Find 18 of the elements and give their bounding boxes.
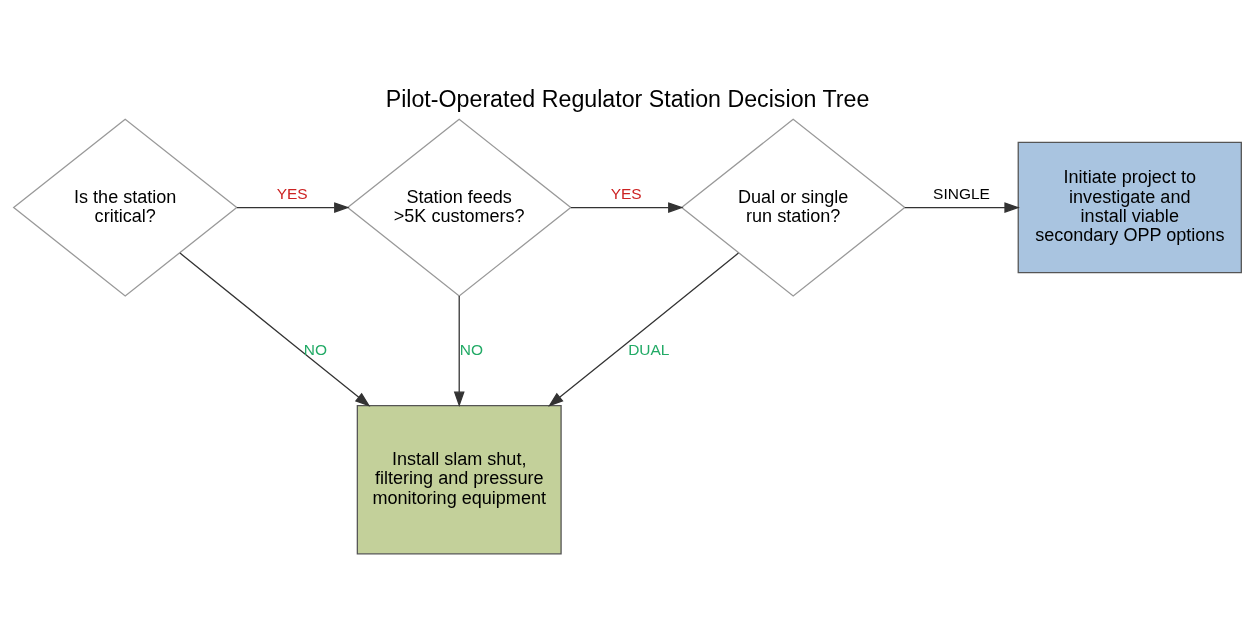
arrow [236,202,350,213]
arrow [179,252,371,407]
edge-label: DUAL [628,340,670,358]
node-box: Install slam shut, filtering and pressure monitoring equipment [356,404,562,555]
edge-label: YES [610,185,642,203]
edge-label: SINGLE [933,185,990,203]
edge-label: NO [459,340,484,358]
node-box: Initiate project to investigate and install viable secondary OPP options [1017,141,1242,274]
arrow [453,295,465,408]
edge-label: NO [303,340,328,358]
arrow [904,202,1020,213]
arrow [570,202,684,213]
diagram-title: Pilot-Operated Regulator Station Decision Tree [385,85,870,112]
node-diamond: Dual or single run station? [680,118,906,297]
edge-label: YES [276,185,308,203]
arrow [548,252,740,407]
node-diamond: Station feeds >5K customers? [346,118,572,297]
node-diamond: Is the station critical? [12,118,238,297]
